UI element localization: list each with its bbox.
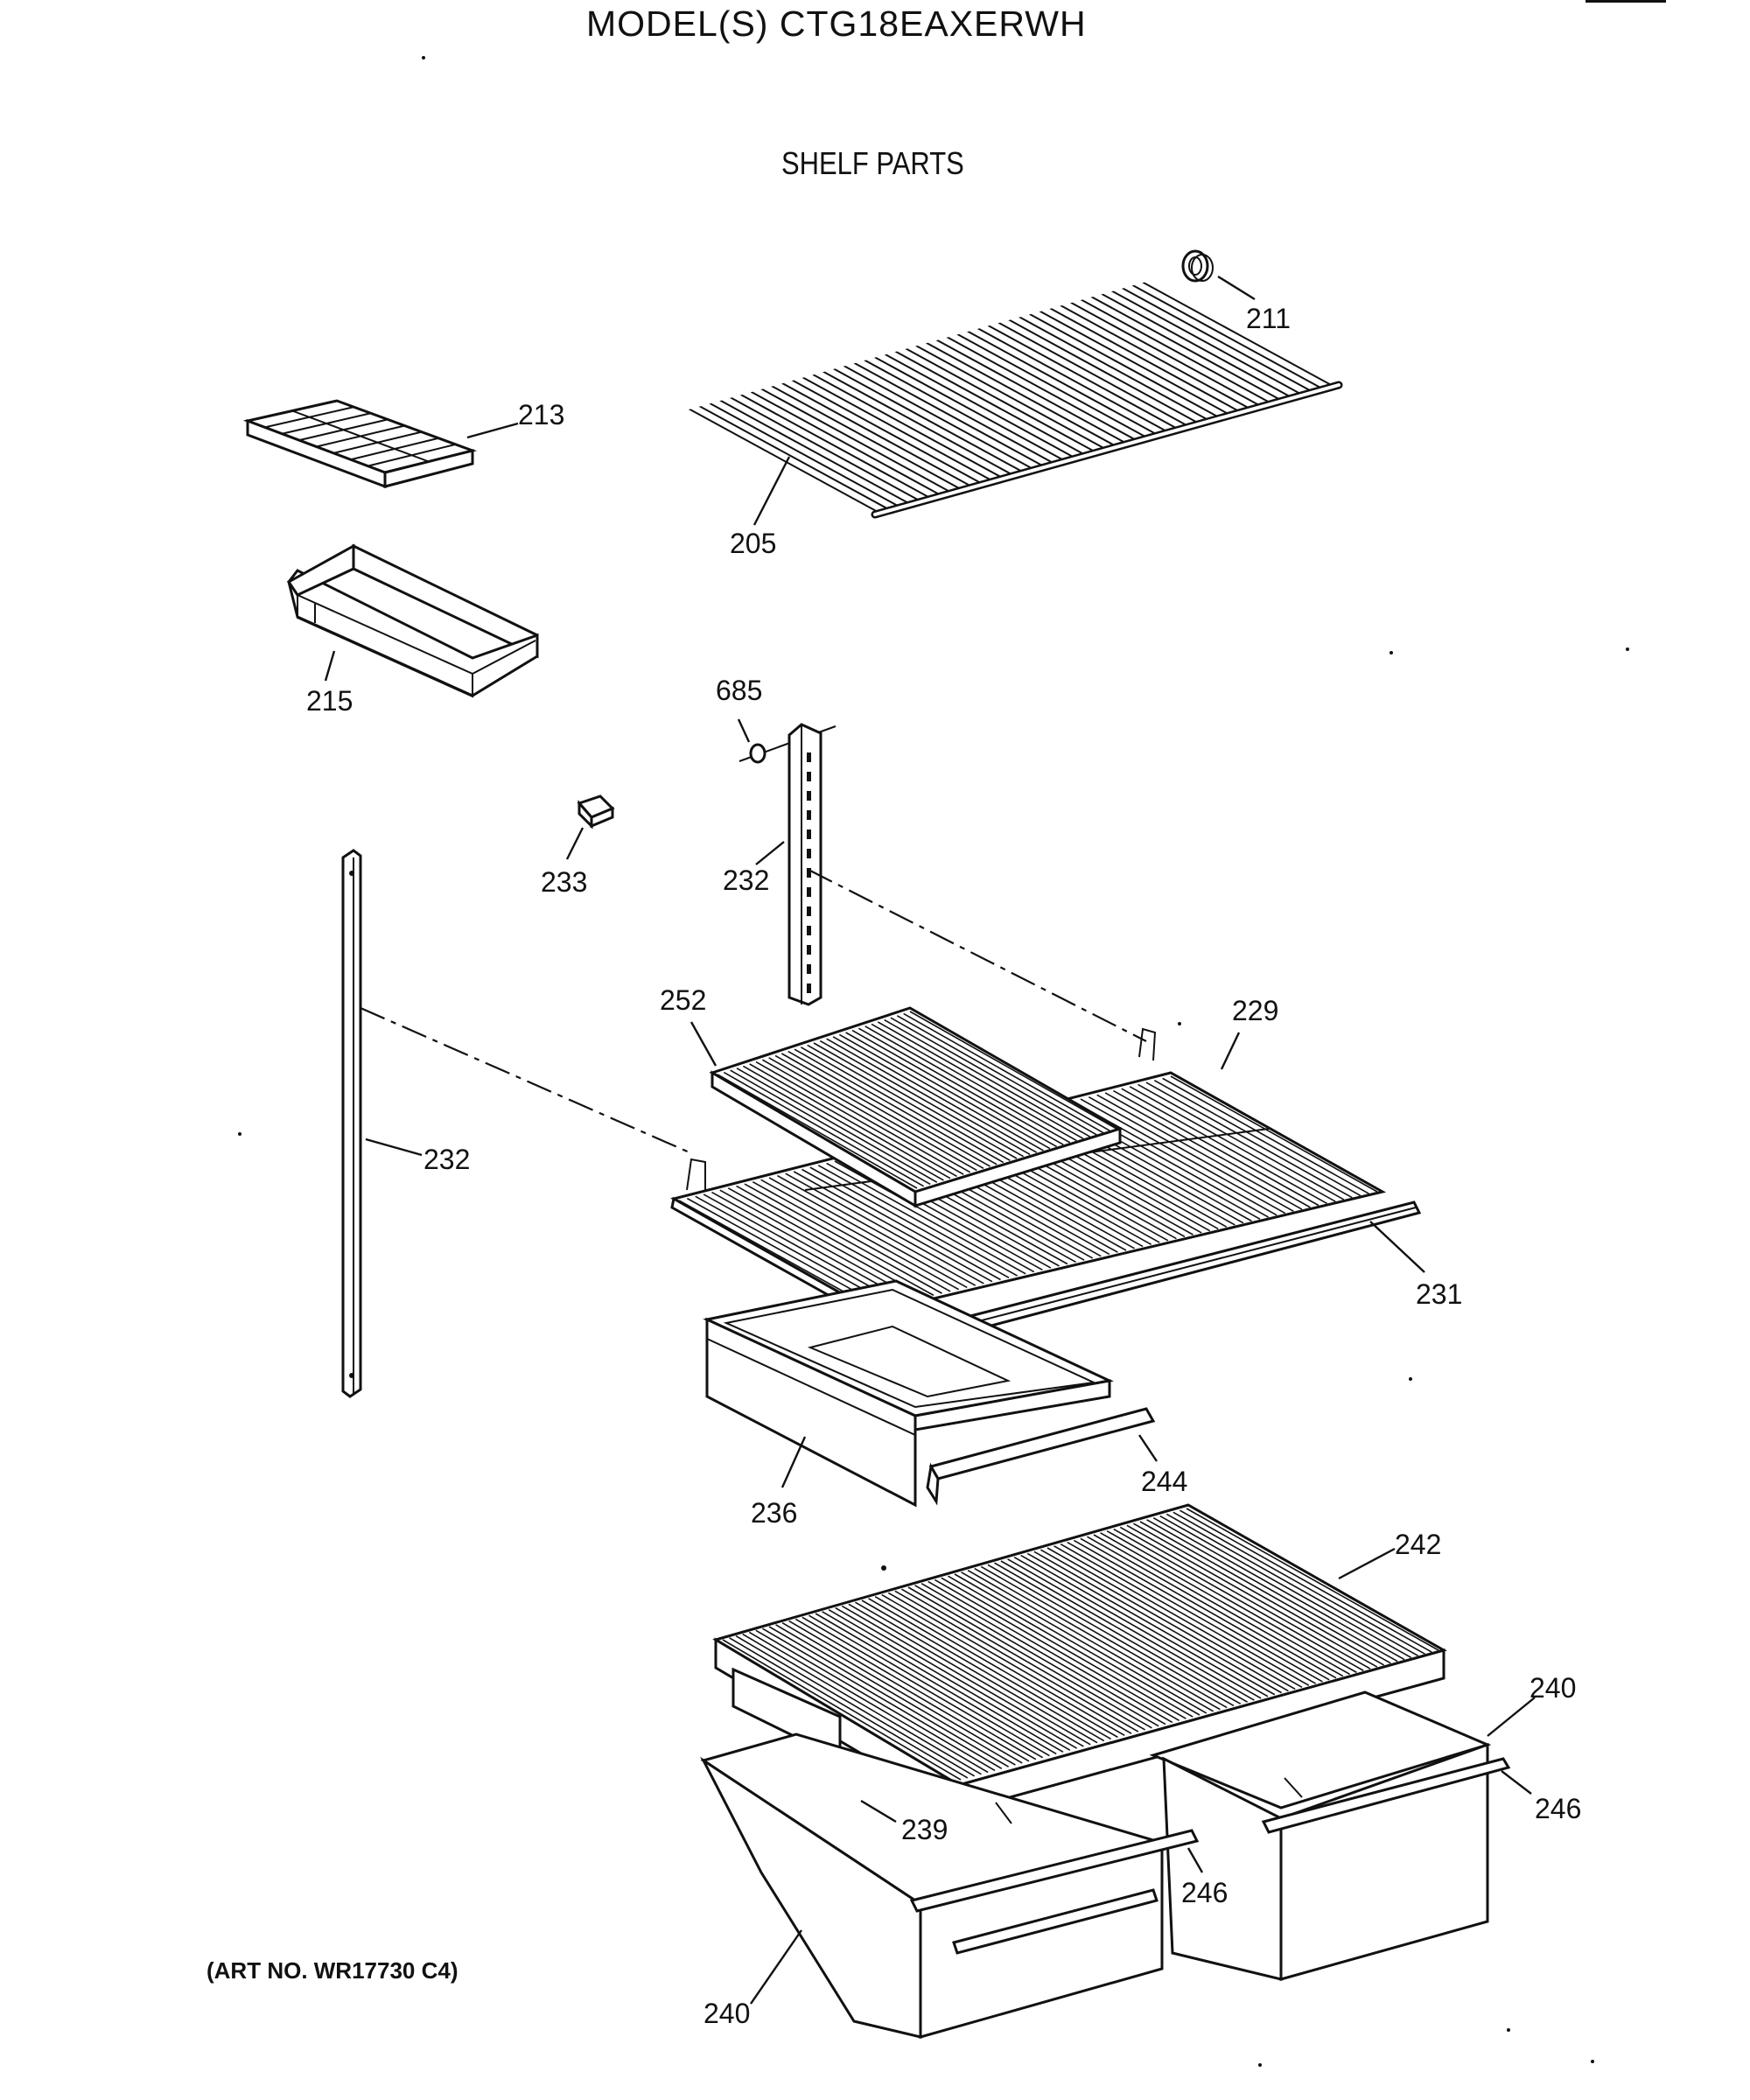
alignment-line-center <box>808 869 1147 1042</box>
drawer-trim-246-left[interactable] <box>909 1829 1200 1955</box>
callout-231: 231 <box>1369 1221 1462 1310</box>
ice-tray-icon <box>242 399 478 489</box>
crisper-drawer-icon <box>700 1732 1167 2039</box>
clip-233[interactable] <box>577 794 615 830</box>
drawer-trim-246-right[interactable] <box>1261 1757 1511 1834</box>
pan-trim-icon <box>926 1407 1156 1506</box>
art-number-note: (ART NO. WR17730 C4) <box>206 1957 458 1984</box>
callout-252: 252 <box>660 984 718 1067</box>
callout-213: 213 <box>466 399 564 439</box>
ice-bin-icon <box>286 543 539 698</box>
shelf-support-rail-icon <box>788 723 822 1006</box>
callout-215-label: 215 <box>306 685 353 717</box>
shelf-stop-icon <box>1181 249 1214 283</box>
callout-252-label: 252 <box>660 984 706 1016</box>
callout-246-left: 246 <box>1181 1847 1228 1908</box>
crisper-drawer-240-left[interactable] <box>700 1732 1167 2039</box>
callout-215: 215 <box>306 650 353 717</box>
callout-240-left-label: 240 <box>704 1998 750 2029</box>
callout-244: 244 <box>1138 1434 1187 1497</box>
callout-213-label: 213 <box>518 399 564 430</box>
callout-685-label: 685 <box>716 675 762 706</box>
wire-shelf-205[interactable] <box>681 278 1343 519</box>
callout-236-label: 236 <box>751 1497 797 1529</box>
callout-211-label: 211 <box>1246 303 1291 334</box>
alignment-line-left <box>360 1006 692 1155</box>
callout-205-label: 205 <box>730 528 776 559</box>
callout-244-label: 244 <box>1141 1466 1187 1497</box>
callout-240-right: 240 <box>1487 1672 1576 1737</box>
ice-bin-215[interactable] <box>286 543 539 698</box>
callout-246-right-label: 246 <box>1535 1793 1581 1824</box>
half-shelf-icon <box>709 1006 1124 1208</box>
callout-242: 242 <box>1338 1529 1441 1580</box>
callout-205: 205 <box>730 456 791 559</box>
callout-229: 229 <box>1220 995 1278 1070</box>
scan-specks <box>238 56 1629 2067</box>
callout-246-left-label: 246 <box>1181 1877 1228 1908</box>
shelf-support-rail-232-left[interactable] <box>341 849 362 1398</box>
half-shelf-252[interactable] <box>709 1006 1124 1208</box>
callout-231-label: 231 <box>1416 1278 1462 1310</box>
callout-239: 239 <box>860 1799 948 1845</box>
wire-shelf-icon <box>686 281 1335 514</box>
callout-685: 685 <box>716 675 762 743</box>
shelf-back-rod-highlight <box>681 278 1148 411</box>
page-title: MODEL(S) CTG18EAXERWH <box>586 4 1087 44</box>
callout-240-left: 240 <box>704 1929 802 2029</box>
meat-pan-icon <box>703 1279 1114 1508</box>
drawer-trim-icon <box>909 1829 1200 1955</box>
callout-211: 211 <box>1217 275 1291 334</box>
callout-246-right: 246 <box>1501 1770 1581 1824</box>
callout-232-left: 232 <box>365 1138 470 1175</box>
callout-236: 236 <box>751 1436 807 1529</box>
ice-tray-213[interactable] <box>242 399 478 489</box>
callout-240-right-label: 240 <box>1530 1672 1576 1704</box>
callout-242-label: 242 <box>1395 1529 1441 1560</box>
callout-232-center: 232 <box>723 841 785 896</box>
callout-232-center-label: 232 <box>723 864 769 896</box>
pan-trim-244[interactable] <box>926 1407 1156 1506</box>
drawer-trim-icon <box>1261 1757 1511 1834</box>
callout-229-label: 229 <box>1232 995 1278 1026</box>
meat-pan-236[interactable] <box>703 1279 1114 1508</box>
shelf-stop-211[interactable] <box>1181 249 1214 283</box>
callout-233: 233 <box>541 827 587 898</box>
shelf-front-rod-highlight <box>873 383 1340 516</box>
clip-icon <box>577 794 615 830</box>
shelf-support-rail-icon <box>341 849 362 1398</box>
corner-mark <box>1586 0 1666 3</box>
callout-233-label: 233 <box>541 866 587 898</box>
callout-239-label: 239 <box>901 1814 948 1845</box>
shelf-support-rail-232-center[interactable] <box>788 723 822 1006</box>
callout-232-left-label: 232 <box>424 1144 470 1175</box>
section-title: SHELF PARTS <box>781 145 964 181</box>
